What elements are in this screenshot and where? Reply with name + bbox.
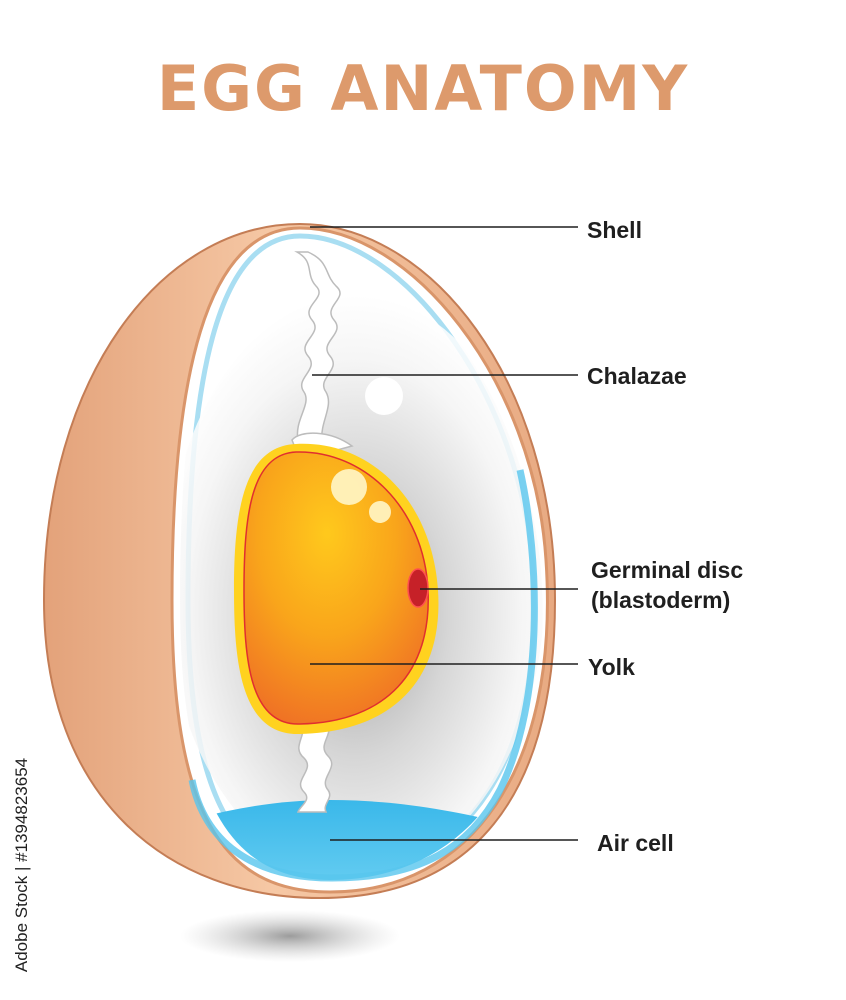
label-germinal-disc-line2: (blastoderm) [591,587,731,613]
yolk-highlight-large [331,469,367,505]
label-chalazae: Chalazae [587,363,687,389]
yolk-highlight-small [369,501,391,523]
label-air-cell: Air cell [597,830,674,856]
page-title: EGG ANATOMY [156,52,690,125]
label-yolk: Yolk [588,654,635,680]
air-cell-edge [188,469,538,882]
label-shell: Shell [587,217,642,243]
stock-id-text: Adobe Stock | #1394823654 [12,757,31,973]
label-germinal-disc: Germinal disc (blastoderm) [591,555,743,615]
albumen-highlight [365,377,403,415]
chalaza-bottom [296,721,333,813]
stock-id-watermark: Adobe Stock | #1394823654 [4,750,40,980]
egg-shadow [180,910,400,962]
label-germinal-disc-line1: Germinal disc [591,557,744,583]
germinal-disc [407,568,429,608]
